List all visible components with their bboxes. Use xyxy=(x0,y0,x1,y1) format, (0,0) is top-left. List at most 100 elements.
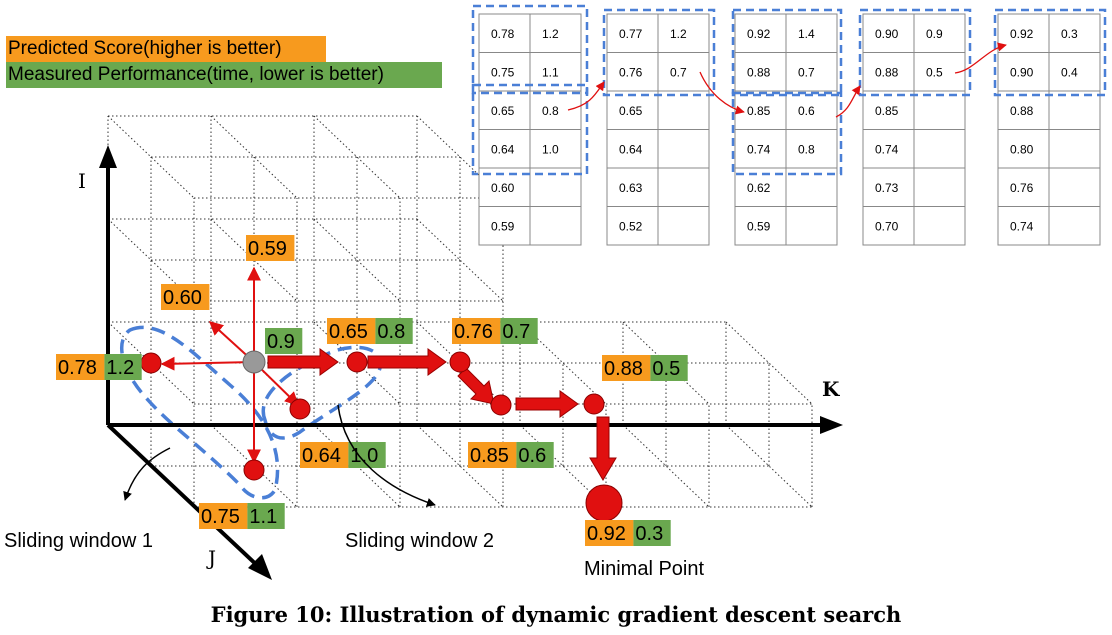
table-score: 0.88 xyxy=(875,66,899,80)
table-cell xyxy=(913,90,966,130)
perf-badge-center xyxy=(265,328,303,354)
axis-i-head xyxy=(99,145,117,168)
perf-text-k2: 0.7 xyxy=(502,321,530,343)
window2-pointer xyxy=(337,404,436,507)
score-text-down: 0.75 xyxy=(201,506,240,528)
table-cell xyxy=(1048,52,1101,92)
table-cell xyxy=(606,167,659,207)
score-text-diag: 0.64 xyxy=(302,445,341,467)
node-k1 xyxy=(346,351,368,373)
axis-i-label: I xyxy=(78,169,86,193)
table-cell xyxy=(657,129,710,169)
table-window-bottom xyxy=(731,91,843,176)
perf-badge-k1 xyxy=(375,318,413,344)
perf-text-k4: 0.5 xyxy=(652,358,680,380)
legend-measured-performance: Measured Performance(time, lower is bett… xyxy=(6,62,442,88)
score-badge-k4 xyxy=(602,355,651,381)
score-badge-left xyxy=(56,354,105,380)
legend-predicted-score: Predicted Score(higher is better) xyxy=(6,36,326,62)
score-badge-k1 xyxy=(327,318,376,344)
table-score: 0.90 xyxy=(875,27,899,41)
table-cell xyxy=(913,13,966,53)
table-score: 0.76 xyxy=(1010,181,1034,195)
score-text-left: 0.78 xyxy=(58,357,97,379)
table-cell xyxy=(606,13,659,53)
table-cell xyxy=(785,206,838,246)
table-score: 0.85 xyxy=(875,104,899,118)
table-perf: 1.0 xyxy=(542,143,559,157)
score-badge-min xyxy=(585,520,634,546)
label-sliding-window-1: Sliding window 1 xyxy=(4,530,153,552)
table-perf: 1.1 xyxy=(542,66,559,80)
table-perf: 0.9 xyxy=(926,27,943,41)
score-badge-upleft xyxy=(161,284,210,310)
node-left xyxy=(140,352,162,374)
table-window xyxy=(602,8,716,97)
table-score: 0.74 xyxy=(1010,220,1034,234)
perf-text-left: 1.2 xyxy=(106,357,134,379)
label-minimal-point: Minimal Point xyxy=(584,558,704,580)
table-cell xyxy=(657,13,710,53)
table-cell xyxy=(785,129,838,169)
perf-text-k3: 0.6 xyxy=(518,445,546,467)
perf-badge-diag xyxy=(348,442,386,468)
score-text-k3: 0.85 xyxy=(470,445,509,467)
table-score: 0.77 xyxy=(619,27,643,41)
perf-badge-k4 xyxy=(650,355,688,381)
table-cell xyxy=(1048,90,1101,130)
table-score: 0.74 xyxy=(747,143,771,157)
table-window-top xyxy=(471,4,589,95)
score-badge-up xyxy=(246,235,295,261)
window1-pointer xyxy=(123,447,171,501)
table-cell xyxy=(862,206,915,246)
table-score: 0.74 xyxy=(875,143,899,157)
table-score: 0.70 xyxy=(875,220,899,234)
table-score: 0.64 xyxy=(619,143,643,157)
perf-badge-min xyxy=(633,520,671,546)
table-score: 0.92 xyxy=(1010,27,1034,41)
table-cell xyxy=(1048,129,1101,169)
table-cell xyxy=(529,13,582,53)
table-cell xyxy=(606,90,659,130)
table-cell xyxy=(478,90,531,130)
axis-j xyxy=(106,423,264,572)
table-score: 0.76 xyxy=(619,66,643,80)
table-cell xyxy=(785,90,838,130)
figure-caption: Figure 10: Illustration of dynamic gradi… xyxy=(210,602,902,627)
table-cell xyxy=(529,90,582,130)
table-cell xyxy=(529,206,582,246)
table-score: 0.85 xyxy=(747,104,771,118)
table-score: 0.65 xyxy=(491,104,515,118)
axis-j-head xyxy=(248,554,272,580)
table-cell xyxy=(657,167,710,207)
table-perf: 1.2 xyxy=(542,27,559,41)
node-diag xyxy=(289,398,311,420)
table-perf: 1.2 xyxy=(670,27,687,41)
table-cell xyxy=(997,52,1050,92)
table-perf: 0.8 xyxy=(542,104,559,118)
score-badge-k3 xyxy=(468,442,517,468)
table-perf: 0.7 xyxy=(670,66,687,80)
perf-badge-k2 xyxy=(500,318,538,344)
table-perf: 0.3 xyxy=(1061,27,1078,41)
label-sliding-window-2: Sliding window 2 xyxy=(345,530,494,552)
axis-k-label: K xyxy=(822,377,840,401)
table-perf: 0.5 xyxy=(926,66,943,80)
axis-j-label: J xyxy=(206,546,216,570)
node-minimal xyxy=(585,484,623,522)
score-text-min: 0.92 xyxy=(587,523,626,545)
table-cell xyxy=(913,129,966,169)
table-score: 0.52 xyxy=(619,220,643,234)
perf-text-k1: 0.8 xyxy=(377,321,405,343)
table-cell xyxy=(997,167,1050,207)
table-cell xyxy=(657,206,710,246)
table-score: 0.92 xyxy=(747,27,771,41)
node-down xyxy=(243,459,265,481)
sliding-window-1 xyxy=(120,325,280,500)
table-cell xyxy=(785,13,838,53)
node-k3 xyxy=(490,394,512,416)
score-text-k2: 0.76 xyxy=(454,321,493,343)
table-score: 0.63 xyxy=(619,181,643,195)
table-cell xyxy=(862,167,915,207)
table-transition-arrows xyxy=(567,42,1007,118)
